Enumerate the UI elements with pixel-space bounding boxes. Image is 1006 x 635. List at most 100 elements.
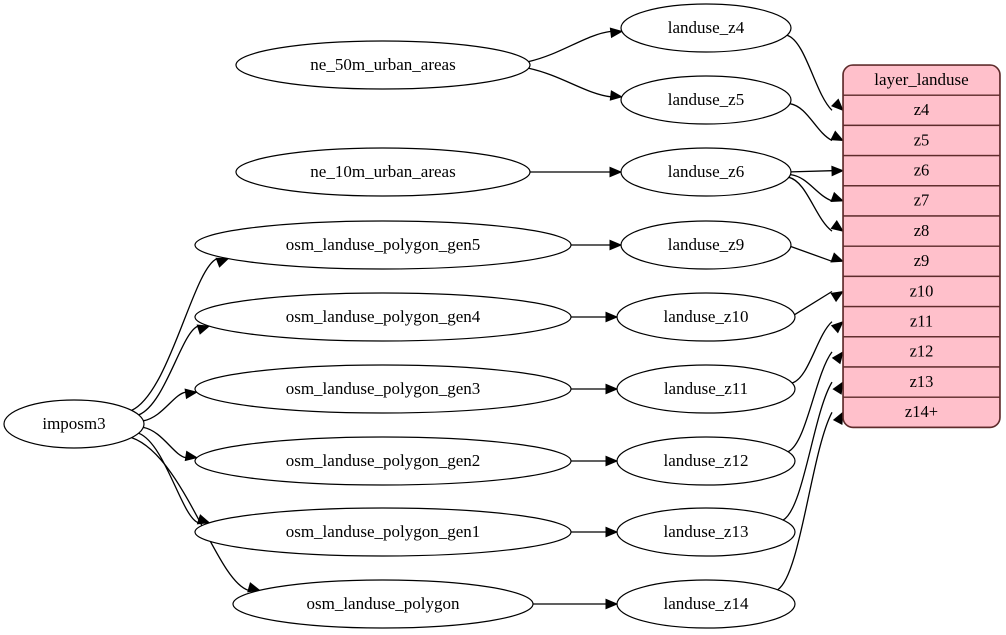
record-row-label-z8: z8 [914,221,930,240]
node-ne_10m_urban_areas[interactable]: ne_10m_urban_areas [235,147,531,197]
node-label-landuse_z6: landuse_z6 [668,162,744,181]
node-shape-landuse_z13 [616,507,796,557]
record-row-label-z7: z7 [914,191,930,210]
node-shape-landuse_z4 [620,3,792,53]
edge-arrowhead [605,455,619,467]
edge-arrowhead [605,598,619,610]
record-row-cell-z7[interactable] [843,185,1000,217]
node-label-osm_landuse_polygon_gen3: osm_landuse_polygon_gen3 [286,379,481,398]
record-row-cell-z9[interactable] [843,245,1000,278]
node-landuse_z10[interactable]: landuse_z10 [616,292,796,342]
node-shape-landuse_z11 [616,364,796,414]
edge-arrowhead [609,90,624,101]
edge-landuse_z11-to-layer_landuse-z11 [791,321,833,384]
node-landuse_z5[interactable]: landuse_z5 [620,75,792,125]
node-landuse_z6[interactable]: landuse_z6 [620,147,792,197]
record-node-layer: layer_landusez4z5z6z7z8z9z10z11z12z13z14… [842,64,1001,429]
node-label-landuse_z5: landuse_z5 [668,90,744,109]
edge-landuse_z6-to-layer_landuse-z6 [790,170,833,173]
node-landuse_z9[interactable]: landuse_z9 [620,220,792,270]
edge-landuse_z13-to-layer_landuse-z13 [782,381,833,521]
edge-imposm3-to-osm_landuse_polygon [131,437,249,591]
record-header-label: layer_landuse [874,70,968,89]
node-osm_landuse_polygon_gen1[interactable]: osm_landuse_polygon_gen1 [194,507,572,557]
edge-imposm3-to-osm_landuse_polygon_gen3 [143,391,186,422]
node-label-landuse_z9: landuse_z9 [668,235,744,254]
edge-arrowhead [196,324,211,335]
node-label-imposm3: imposm3 [42,414,105,433]
record-row-label-z13: z13 [910,372,934,391]
record-row-cell-z12[interactable] [843,336,1000,368]
node-osm_landuse_polygon[interactable]: osm_landuse_polygon [232,579,534,629]
node-shape-landuse_z5 [620,75,792,125]
edge-arrowhead [832,411,844,425]
node-shape-landuse_z9 [620,220,792,270]
edge-ne_50m_urban_areas-to-landuse_z4 [528,30,611,63]
record-row-label-z11: z11 [910,311,933,330]
record-row-cell-z5[interactable] [843,124,1000,157]
edge-arrowhead [605,526,619,538]
edge-arrowhead [184,450,199,462]
record-row-label-z14+: z14+ [905,402,938,421]
node-label-osm_landuse_polygon_gen5: osm_landuse_polygon_gen5 [286,235,481,254]
edge-arrowhead [831,98,844,112]
node-shape-ne_10m_urban_areas [235,147,531,197]
node-osm_landuse_polygon_gen3[interactable]: osm_landuse_polygon_gen3 [194,364,572,414]
record-row-label-z9: z9 [914,251,930,270]
node-landuse_z14[interactable]: landuse_z14 [616,579,796,629]
node-landuse_z12[interactable]: landuse_z12 [616,436,796,486]
edge-arrowhead [609,166,623,178]
node-osm_landuse_polygon_gen5[interactable]: osm_landuse_polygon_gen5 [194,220,572,270]
record-node-layer-landuse[interactable]: layer_landusez4z5z6z7z8z9z10z11z12z13z14… [842,64,1001,429]
edge-ne_50m_urban_areas-to-landuse_z5 [528,67,611,98]
node-shape-osm_landuse_polygon_gen4 [194,292,572,342]
node-osm_landuse_polygon_gen2[interactable]: osm_landuse_polygon_gen2 [194,436,572,486]
edge-imposm3-to-osm_landuse_polygon_gen4 [138,325,199,416]
node-label-landuse_z11: landuse_z11 [664,379,748,398]
edge-landuse_z14-to-layer_landuse-z14- [777,411,833,591]
record-row-cell-z8[interactable] [843,215,1000,247]
node-label-landuse_z12: landuse_z12 [664,451,749,470]
node-label-osm_landuse_polygon_gen1: osm_landuse_polygon_gen1 [286,522,481,541]
node-label-ne_50m_urban_areas: ne_50m_urban_areas [310,55,455,74]
node-shape-osm_landuse_polygon_gen2 [194,436,572,486]
record-row-cell-z14+[interactable] [843,396,1000,428]
edge-arrowhead [830,290,845,303]
node-landuse_z13[interactable]: landuse_z13 [616,507,796,557]
edge-arrowhead [215,257,230,268]
edge-arrowhead [830,252,845,263]
node-shape-landuse_z6 [620,147,792,197]
edge-landuse_z10-to-layer_landuse-z10 [794,290,833,316]
node-shape-landuse_z10 [616,292,796,342]
edge-arrowhead [830,220,845,232]
edge-landuse_z5-to-layer_landuse-z5 [789,103,833,142]
node-label-landuse_z10: landuse_z10 [664,307,749,326]
record-row-label-z5: z5 [914,130,930,149]
node-imposm3[interactable]: imposm3 [3,399,145,449]
node-osm_landuse_polygon_gen4[interactable]: osm_landuse_polygon_gen4 [194,292,572,342]
node-ne_50m_urban_areas[interactable]: ne_50m_urban_areas [235,40,531,90]
node-shape-osm_landuse_polygon_gen3 [194,364,572,414]
node-shape-osm_landuse_polygon_gen1 [194,507,572,557]
node-shape-landuse_z14 [616,579,796,629]
edges-layer [131,27,845,610]
edge-landuse_z12-to-layer_landuse-z12 [787,351,833,453]
node-label-landuse_z4: landuse_z4 [668,18,745,37]
nodes-layer: imposm3 ne_50m_urban_areas ne_10m_urban_ar… [3,3,796,629]
node-shape-osm_landuse_polygon [232,579,534,629]
node-label-osm_landuse_polygon: osm_landuse_polygon [307,594,460,613]
edge-arrowhead [832,380,844,395]
record-row-label-z12: z12 [910,342,934,361]
edge-arrowhead [605,311,619,323]
record-row-cell-z10[interactable] [843,275,1000,308]
node-label-landuse_z14: landuse_z14 [664,594,749,613]
edge-arrowhead [609,27,624,39]
edge-imposm3-to-osm_landuse_polygon_gen2 [143,426,187,459]
node-landuse_z4[interactable]: landuse_z4 [620,3,792,53]
edge-landuse_z9-to-layer_landuse-z9 [790,245,833,262]
node-label-osm_landuse_polygon_gen2: osm_landuse_polygon_gen2 [286,451,481,470]
record-row-label-z6: z6 [914,160,930,179]
record-row-cell-z6[interactable] [843,154,1000,187]
node-landuse_z11[interactable]: landuse_z11 [616,364,796,414]
